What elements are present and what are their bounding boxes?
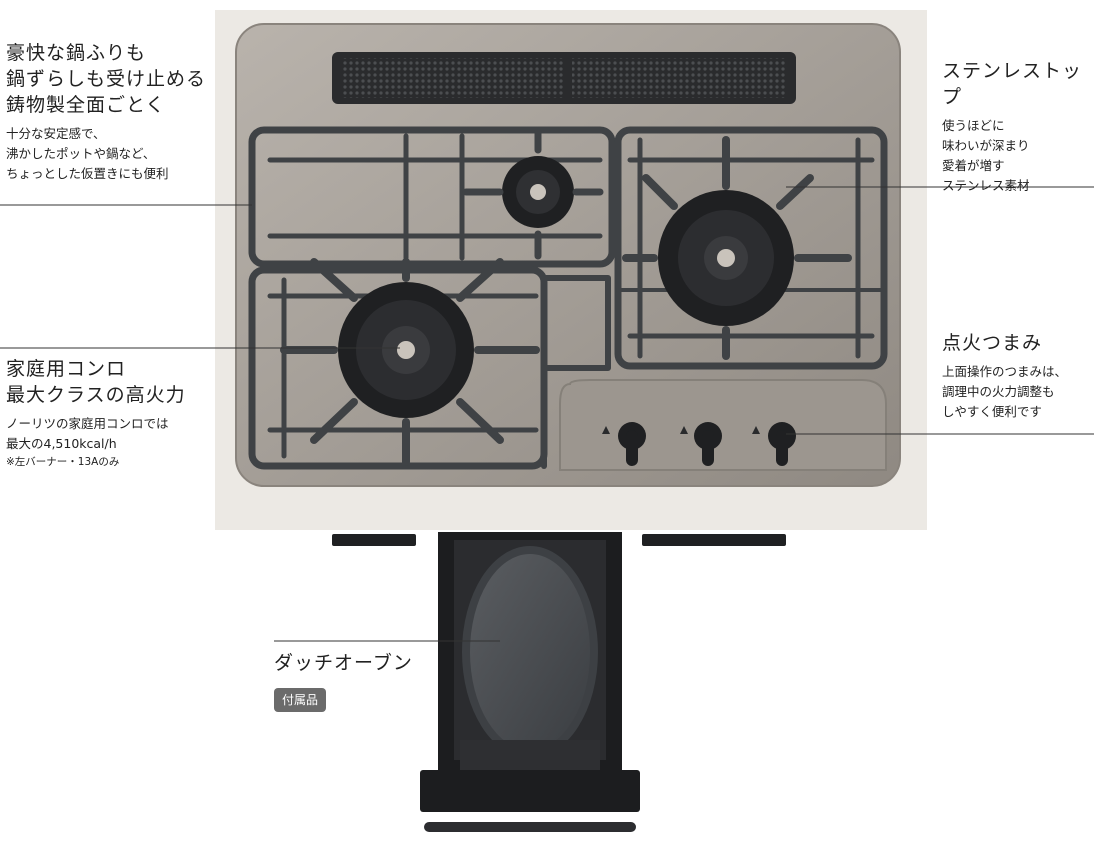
support-bar-right	[642, 534, 786, 546]
small-burner	[462, 128, 604, 260]
callout-high-power: 家庭用コンロ 最大クラスの高火力 ノーリツの家庭用コンロでは 最大の4,510k…	[6, 356, 236, 470]
support-bar-left	[332, 534, 416, 546]
callout-title: 点火つまみ	[942, 332, 1043, 354]
knob-icon	[694, 422, 722, 466]
right-burner	[622, 136, 852, 360]
callout-description: ノーリツの家庭用コンロでは 最大の4,510kcal/h	[6, 416, 169, 451]
callout-title: 家庭用コンロ 最大クラスの高火力	[6, 358, 186, 406]
accessory-badge: 付属品	[274, 688, 327, 712]
knob-icon	[768, 422, 796, 466]
callout-title: 豪快な鍋ふりも 鍋ずらしも受け止める 鋳物製全面ごとく	[6, 42, 207, 116]
callout-cast-iron-grate: 豪快な鍋ふりも 鍋ずらしも受け止める 鋳物製全面ごとく 十分な安定感で、 沸かし…	[6, 40, 246, 184]
drawer-handle	[424, 822, 636, 832]
callout-ignition-knob: 点火つまみ 上面操作のつまみは、 調理中の火力調整も しやすく便利です	[942, 330, 1100, 422]
callout-title: ステンレストップ	[942, 60, 1083, 108]
callout-stainless-top: ステンレストップ 使うほどに 味わいが深まり 愛着が増す ステンレス素材	[942, 58, 1097, 196]
grill-drawer	[420, 532, 640, 832]
callout-title: ダッチオーブン	[274, 652, 413, 674]
control-panel	[559, 379, 887, 471]
left-burner	[280, 258, 540, 466]
leader-lines	[0, 186, 1094, 642]
callout-description: 使うほどに 味わいが深まり 愛着が増す ステンレス素材	[942, 118, 1030, 193]
exhaust-vent	[332, 52, 796, 104]
callout-note: ※左バーナー・13Aのみ	[6, 456, 120, 468]
callout-description: 上面操作のつまみは、 調理中の火力調整も しやすく便利です	[942, 364, 1068, 419]
callout-description: 十分な安定感で、 沸かしたポットや鍋など、 ちょっとした仮置きにも便利	[6, 126, 169, 181]
knob-icon	[618, 422, 646, 466]
callout-dutch-oven: ダッチオーブン 付属品	[274, 650, 444, 712]
flame-icon	[602, 426, 760, 434]
